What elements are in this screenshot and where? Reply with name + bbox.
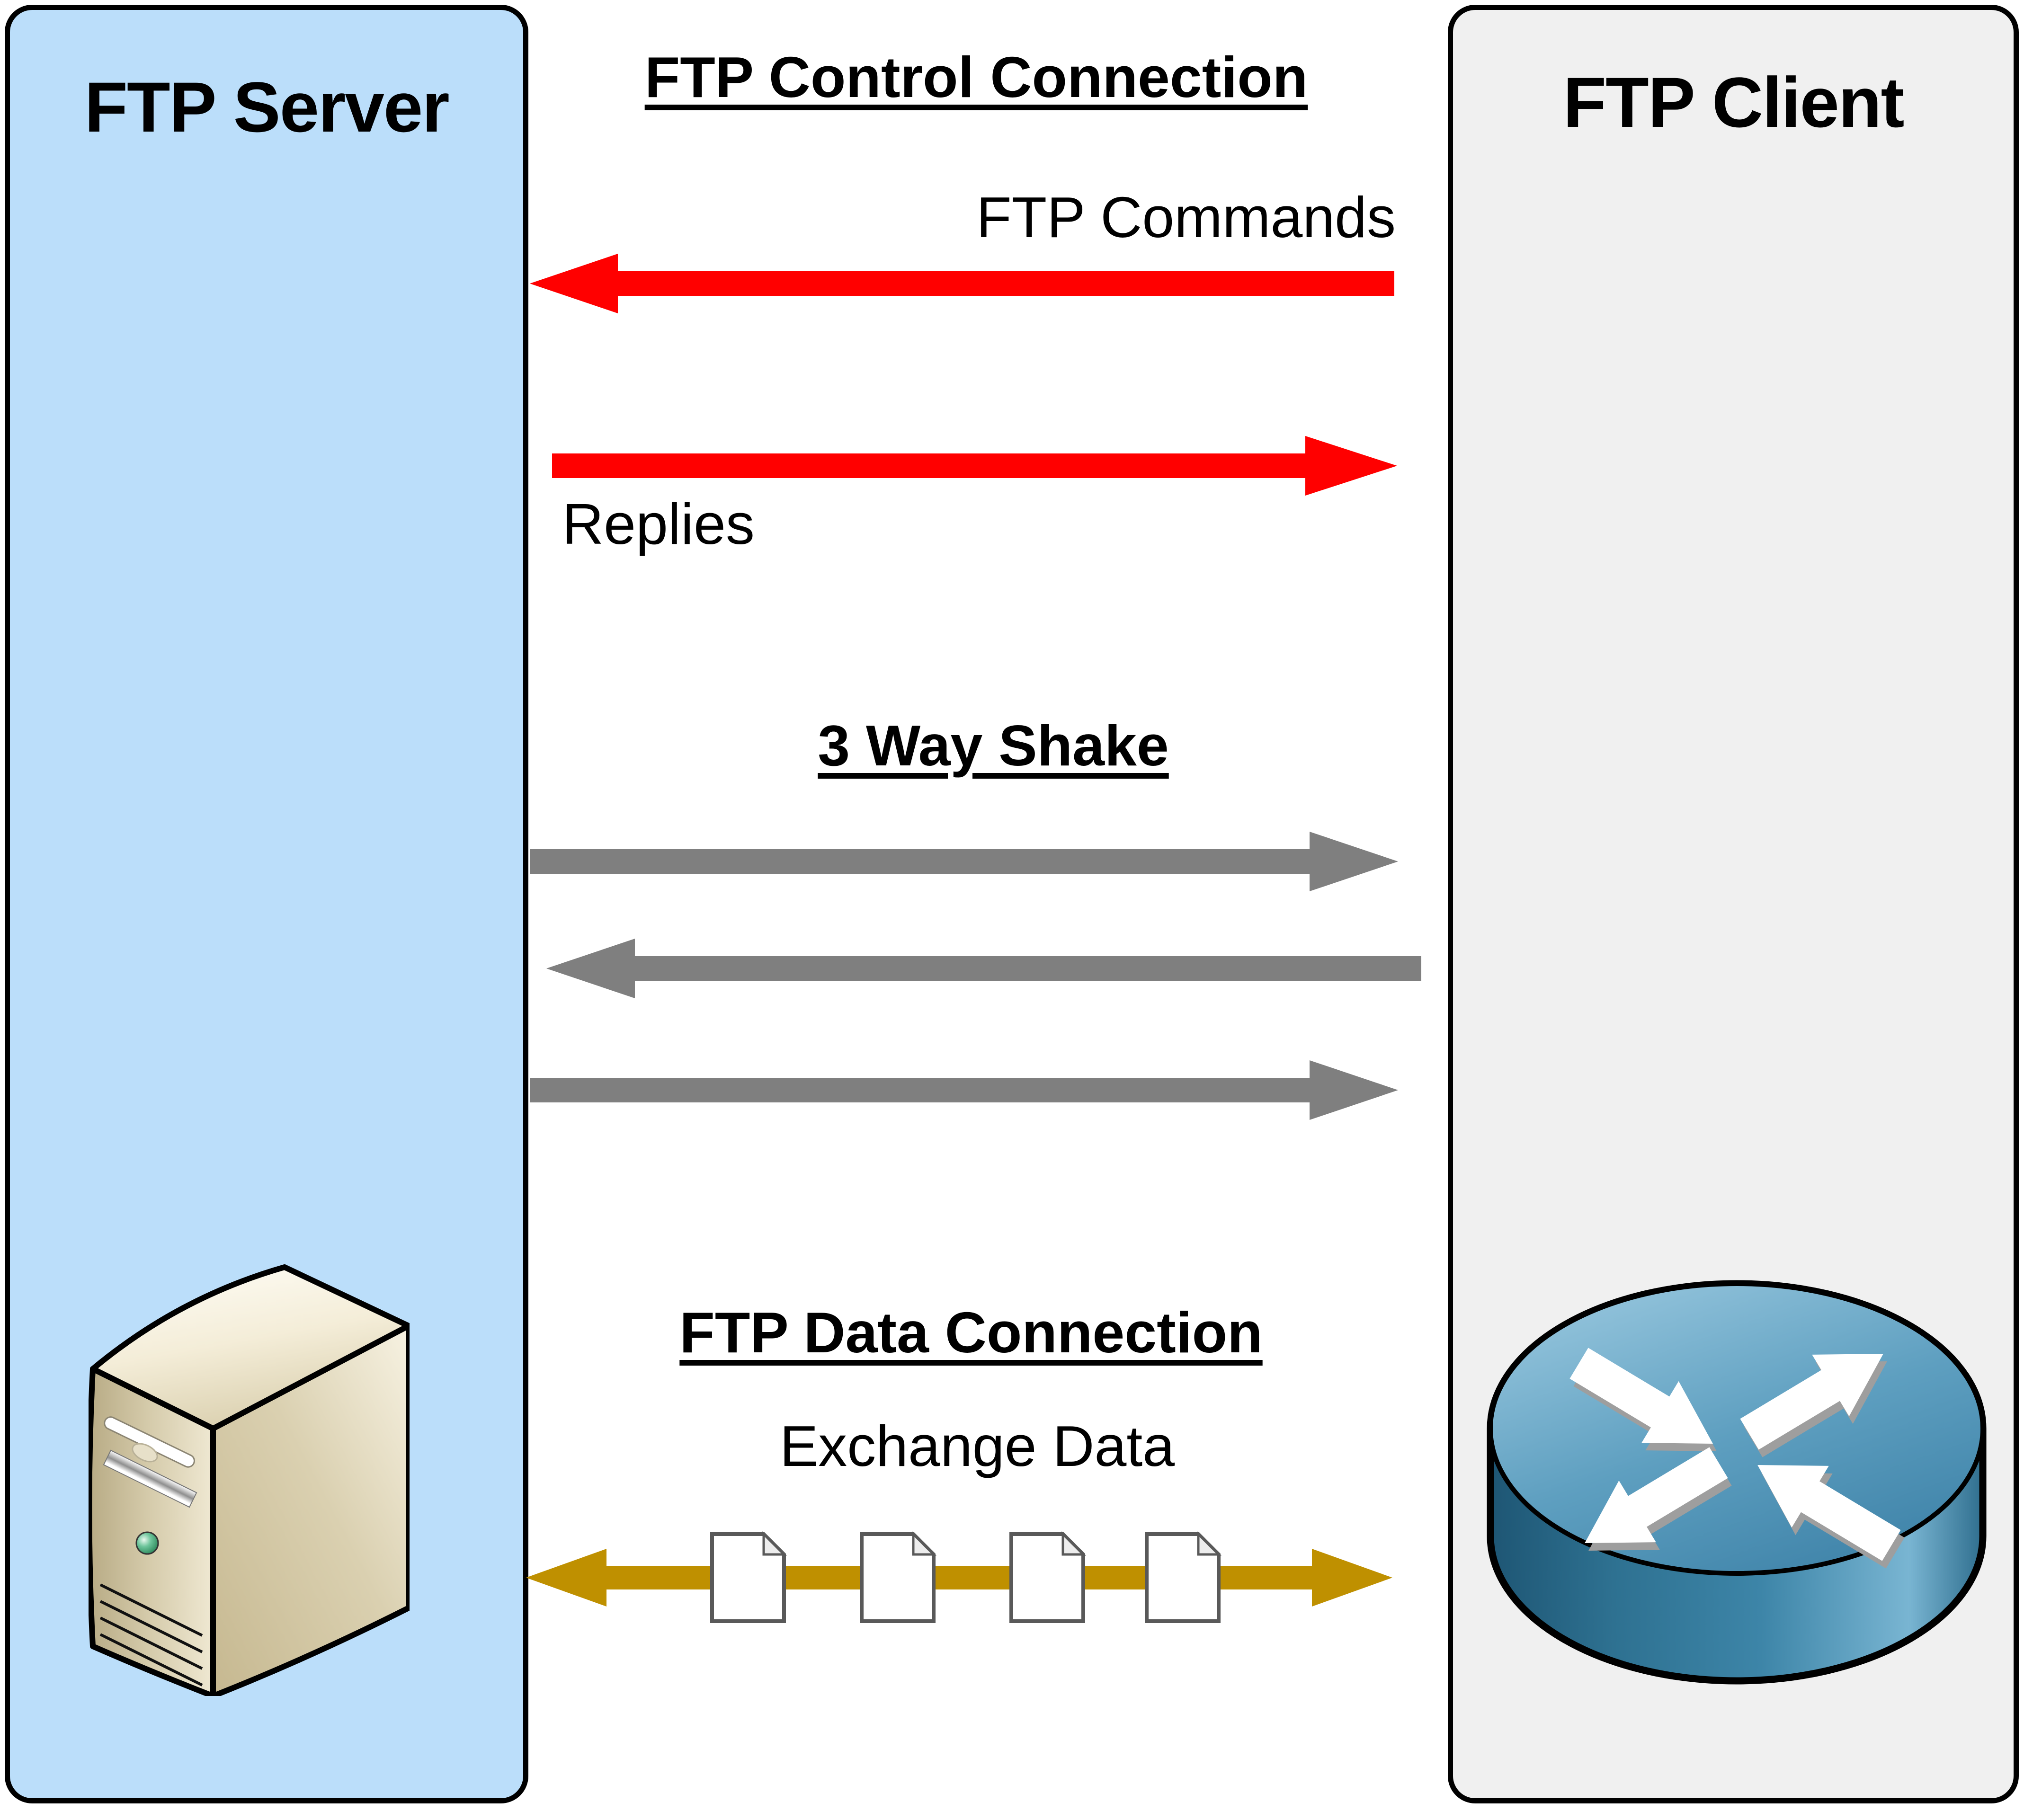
exchange-data-label: Exchange Data: [779, 1414, 1175, 1478]
data-connection-heading: FTP Data Connection: [679, 1300, 1263, 1365]
handshake-arrow-2: [546, 939, 1421, 998]
ftp-server-title: FTP Server: [84, 67, 449, 147]
handshake-arrow-3: [530, 1060, 1398, 1120]
handshake-arrow-1: [530, 832, 1398, 891]
exchange-data-arrow: [526, 1549, 1392, 1607]
replies-label: Replies: [562, 492, 755, 556]
document-icon: [1009, 1531, 1087, 1623]
ftp-commands-label: FTP Commands: [976, 185, 1396, 249]
document-icon: [860, 1531, 937, 1623]
three-way-shake-heading: 3 Way Shake: [818, 713, 1169, 778]
control-connection-heading: FTP Control Connection: [644, 45, 1308, 109]
document-icon: [1145, 1531, 1222, 1623]
document-icon: [710, 1531, 787, 1623]
ftp-client-title: FTP Client: [1563, 62, 1905, 142]
server-tower-icon: [89, 1264, 410, 1696]
replies-arrow: [552, 436, 1397, 496]
router-icon: [1487, 1280, 1987, 1685]
ftp-commands-arrow: [530, 254, 1394, 313]
